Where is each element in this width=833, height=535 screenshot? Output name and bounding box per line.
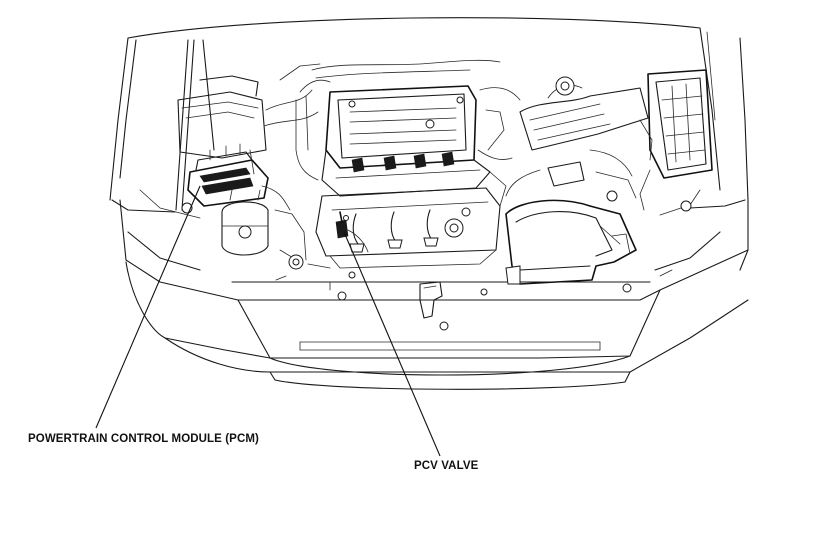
left-rear-components — [177, 75, 319, 175]
lower-engine — [307, 187, 501, 269]
callout-leaders — [95, 185, 441, 457]
left-front-components — [221, 189, 307, 270]
pcv-callout-label: PCV VALVE — [414, 460, 479, 472]
intake-plenum — [321, 85, 491, 197]
hood-prop-rods — [175, 39, 215, 211]
air-intake-duct — [519, 76, 649, 151]
air-filter-box — [639, 69, 713, 211]
fender-edges — [111, 189, 746, 219]
engine-hoses — [279, 59, 521, 207]
pcv-leader-line — [343, 231, 441, 457]
pcm-callout-label: POWERTRAIN CONTROL MODULE (PCM) — [28, 433, 259, 445]
hood-outline — [109, 17, 749, 201]
radiator-shroud — [505, 199, 637, 285]
pcm-leader-line — [95, 185, 201, 429]
right-middle-components — [505, 119, 653, 202]
front-panel-details — [275, 269, 673, 331]
powertrain-control-module — [187, 143, 291, 211]
front-bumper — [119, 199, 749, 390]
